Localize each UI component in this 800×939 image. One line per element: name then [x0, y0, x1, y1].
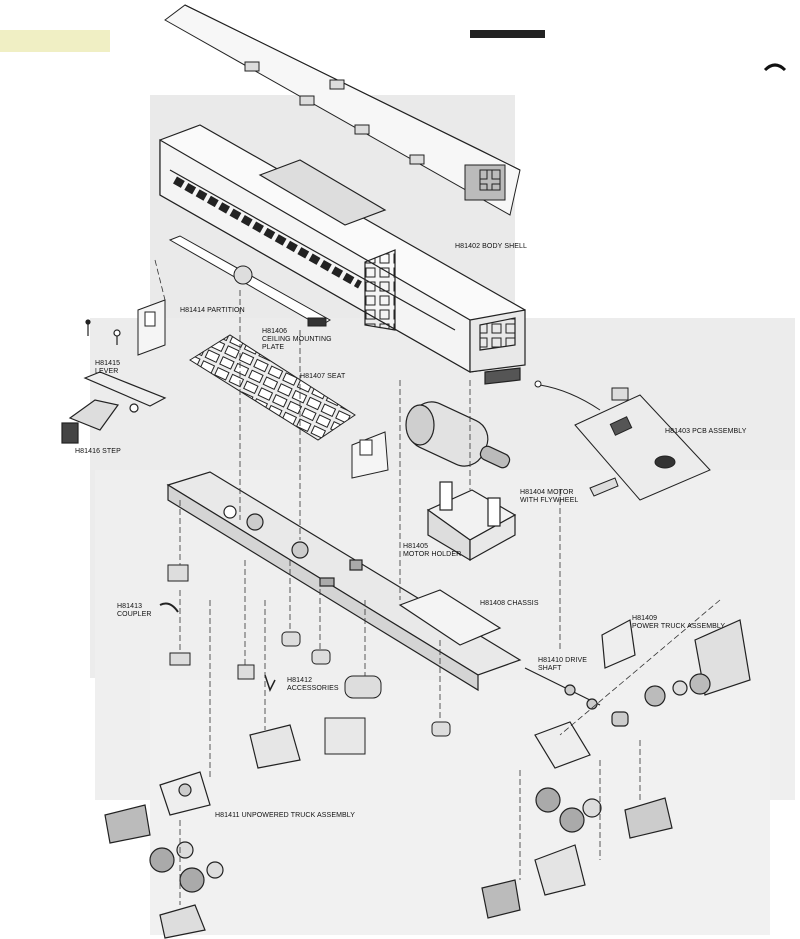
- label-drive-shaft: H81410 DRIVE SHAFT: [538, 657, 588, 672]
- accessories: [237, 631, 451, 755]
- label-pcb-assembly: H81403 PCB ASSEMBLY: [665, 428, 747, 435]
- motor-with-flywheel: [405, 401, 511, 469]
- lever-and-step: [61, 319, 167, 444]
- label-power-truck-assembly: H81409 POWER TRUCK ASSEMBLY: [632, 615, 726, 630]
- label-coupler: H81413 COUPLER: [117, 603, 152, 618]
- label-step: H81416 STEP: [75, 448, 121, 455]
- label-accessories: H81412 ACCESSORIES: [287, 677, 339, 692]
- body-shell: [159, 124, 526, 385]
- seat-assembly: [189, 334, 356, 441]
- unpowered-truck-assembly: [104, 724, 301, 939]
- label-motor-holder: H81405 MOTOR HOLDER: [403, 543, 462, 558]
- label-unpowered-truck-assembly: H81411 UNPOWERED TRUCK ASSEMBLY: [215, 812, 356, 819]
- motor-holder: [426, 481, 517, 562]
- body-shell-roof: [164, 4, 521, 216]
- chassis: [166, 471, 522, 692]
- label-motor-with-flywheel: H81404 MOTOR WITH FLYWHEEL: [520, 489, 579, 504]
- ceiling-mounting-plate: [168, 235, 331, 327]
- label-body-shell: H81402 BODY SHELL: [455, 243, 528, 250]
- label-lever: H81415 LEVER: [95, 360, 121, 375]
- power-truck-assembly: [481, 619, 751, 919]
- coupler: [159, 564, 191, 666]
- leader-lines: [154, 259, 721, 905]
- label-chassis: H81408 CHASSIS: [480, 600, 539, 607]
- label-seat: H81407 SEAT: [300, 373, 346, 380]
- partition: [137, 299, 389, 479]
- label-partition: H81414 PARTITION: [180, 307, 245, 314]
- pcb-assembly: [534, 380, 711, 501]
- label-ceiling-mounting-plate: H81406 CEILING MOUNTING PLATE: [262, 328, 332, 351]
- drive-shaft: [524, 667, 629, 727]
